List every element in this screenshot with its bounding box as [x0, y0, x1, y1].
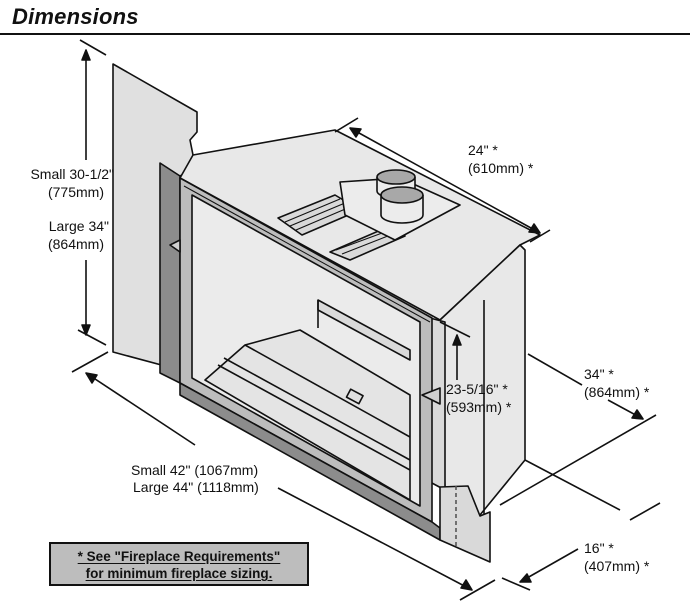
dim-side-depth	[519, 548, 579, 583]
height-large-label: Large 34"	[48, 218, 109, 234]
side-depth-in-label: 16" *	[584, 540, 614, 556]
dim-top-depth	[349, 127, 541, 234]
rear-width-mm-label: (864mm) *	[584, 384, 650, 400]
flue-collars	[376, 169, 424, 224]
side-depth-mm-label: (407mm) *	[584, 558, 650, 574]
side-height-mm-label: (593mm) *	[446, 399, 512, 415]
top-depth-mm-label: (610mm) *	[468, 160, 534, 176]
page-title: Dimensions	[12, 4, 139, 29]
rear-width-in-label: 34" *	[584, 366, 614, 382]
front-width-small-label: Small 42" (1067mm)	[131, 462, 259, 478]
firebox-floor	[204, 329, 411, 501]
top-depth-in-label: 24" *	[468, 142, 498, 158]
height-small-mm-label: (775mm)	[47, 184, 104, 200]
note-line-1: * See "Fireplace Requirements"	[77, 549, 281, 564]
front-width-large-label: Large 44" (1118mm)	[133, 479, 259, 495]
burner-port	[345, 388, 364, 405]
dim-front-width-upper	[85, 372, 196, 446]
height-small-label: Small 30-1/2"	[30, 166, 114, 182]
height-large-mm-label: (864mm)	[47, 236, 104, 252]
side-bracket	[421, 387, 441, 405]
note-line-2: for minimum fireplace sizing.	[85, 566, 273, 581]
right-wall-return	[439, 485, 491, 563]
opening-side-strip	[159, 162, 181, 384]
dim-front-width-lower	[277, 487, 473, 591]
dim-rear-width	[527, 353, 583, 386]
side-bracket-left	[169, 239, 181, 253]
side-height-in-label: 23-5/16" *	[446, 381, 508, 397]
fireplace-requirements-note: * See "Fireplace Requirements" for minim…	[49, 542, 309, 586]
title-divider	[0, 33, 690, 35]
